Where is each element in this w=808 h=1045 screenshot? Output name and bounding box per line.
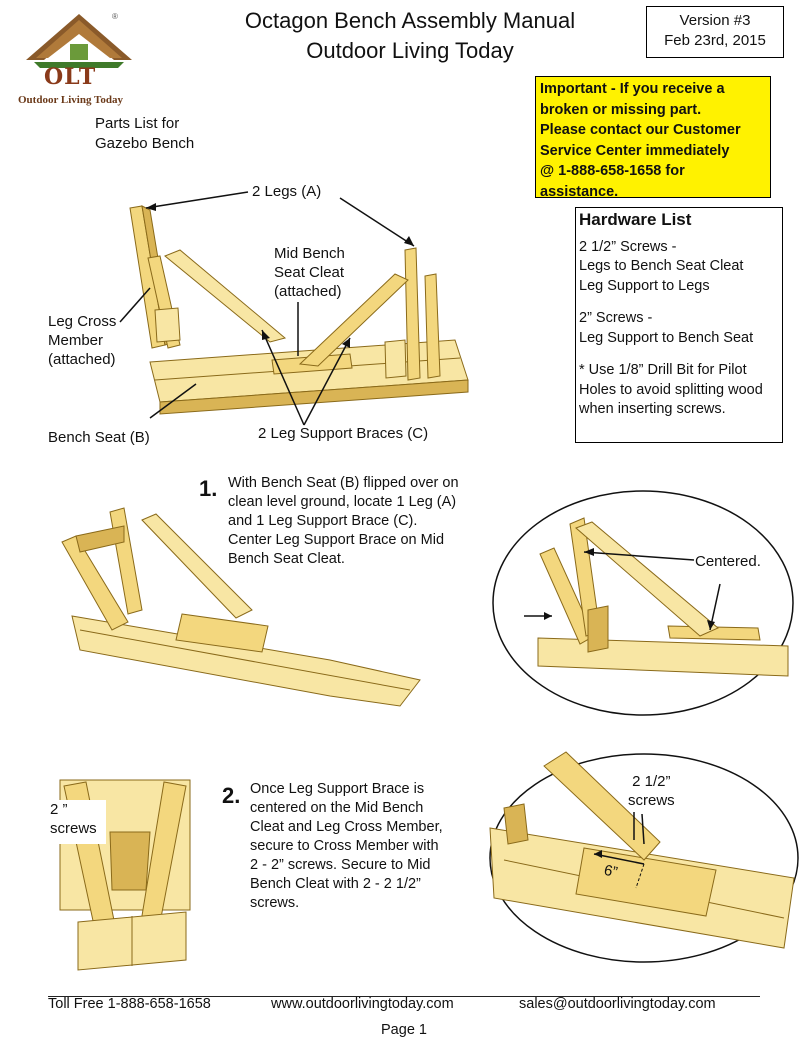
footer-phone: Toll Free 1-888-658-1658 (48, 996, 211, 1012)
hardware-line: Legs to Bench Seat Cleat (579, 258, 744, 274)
roof-logo-graphic (26, 14, 132, 68)
step-line: Cleat and Leg Cross Member, (250, 819, 443, 835)
label-line: (attached) (48, 351, 116, 368)
label-line: 2 ” (50, 801, 68, 818)
footer-divider (48, 996, 760, 997)
label-leg-cross-member: Leg Cross Member (attached) (48, 312, 116, 369)
notice-line: assistance. (540, 183, 619, 200)
hardware-list: Hardware List 2 1/2” Screws - Legs to Be… (575, 207, 783, 443)
step-2-detail-ellipse (489, 751, 799, 963)
important-notice: Important - If you receive a broken or m… (535, 76, 771, 200)
label-leg-support-braces: 2 Leg Support Braces (C) (258, 425, 429, 442)
step-line: Once Leg Support Brace is (250, 781, 425, 797)
label-line: Member (48, 332, 104, 349)
manual-subtitle: Outdoor Living Today (306, 38, 514, 63)
label-line: screws (628, 792, 675, 809)
version-box: Version #3 Feb 23rd, 2015 (646, 6, 784, 58)
parts-heading-line: Parts List for (95, 115, 180, 132)
label-line: (attached) (274, 283, 342, 300)
step-line: Bench Cleat with 2 - 2 1/2” (250, 876, 421, 892)
label-2-5in-screws: 2 1/2” screws (628, 772, 675, 810)
step-line: clean level ground, locate 1 Leg (A) (228, 494, 457, 510)
notice-line: Important - If you receive a (540, 81, 725, 97)
label-bench-seat: Bench Seat (B) (48, 429, 150, 446)
step-line: secure to Cross Member with (250, 838, 439, 854)
step-line: Bench Seat Cleat. (228, 551, 345, 567)
parts-illustration (119, 191, 469, 426)
hardware-line: Leg Support to Bench Seat (579, 329, 754, 346)
step-line: 2 - 2” screws. Secure to Mid (250, 857, 431, 873)
hardware-title: Hardware List (579, 210, 692, 229)
label-legs: 2 Legs (A) (252, 183, 322, 200)
company-logo: ® OLT Outdoor Living Today (14, 10, 144, 106)
footer-website[interactable]: www.outdoorlivingtoday.com (271, 996, 454, 1012)
logo-tagline: Outdoor Living Today (18, 94, 123, 106)
label-2in-screws: 2 ” screws (50, 800, 97, 838)
step-1-text: With Bench Seat (B) flipped over on clea… (228, 474, 459, 569)
notice-line: Service Center immediately (540, 142, 730, 159)
label-mid-bench-cleat: Mid Bench Seat Cleat (attached) (274, 244, 345, 301)
callout-centered: Centered. (695, 553, 761, 570)
version-date: Feb 23rd, 2015 (664, 32, 766, 49)
step-1-number: 1. (199, 476, 218, 501)
hardware-line: Leg Support to Legs (579, 277, 710, 294)
logo-brand: OLT (44, 64, 97, 90)
label-line: Leg Cross (48, 313, 117, 330)
label-line: screws (50, 820, 97, 837)
hardware-line: 2” Screws - (579, 310, 653, 326)
step-2-left-illustration (50, 779, 191, 971)
parts-list-heading: Parts List for Gazebo Bench (95, 114, 194, 154)
hardware-line: Holes to avoid splitting wood (579, 381, 763, 398)
parts-heading-line: Gazebo Bench (95, 135, 195, 152)
hardware-line: * Use 1/8” Drill Bit for Pilot (579, 362, 747, 378)
step-line: screws. (250, 895, 300, 911)
step-2-text: Once Leg Support Brace is centered on th… (250, 780, 443, 913)
registered-mark: ® (112, 12, 118, 21)
step-line: With Bench Seat (B) flipped over on (228, 475, 459, 491)
label-line: 2 1/2” (632, 773, 671, 790)
notice-line: @ 1-888-658-1658 for (540, 163, 685, 179)
hardware-line: 2 1/2” Screws - (579, 238, 677, 255)
hardware-line: when inserting screws. (579, 401, 726, 417)
label-line: Mid Bench (274, 245, 345, 262)
step-line: centered on the Mid Bench (250, 800, 424, 816)
step-1-illustration (61, 507, 421, 707)
label-line: Seat Cleat (274, 264, 345, 281)
notice-line: Please contact our Customer (540, 122, 741, 138)
version-label: Version #3 (679, 12, 751, 29)
page-number: Page 1 (381, 1022, 427, 1038)
step-1-detail-ellipse (492, 490, 794, 716)
notice-line: broken or missing part. (540, 101, 702, 118)
step-line: Center Leg Support Brace on Mid (228, 532, 445, 548)
footer-email[interactable]: sales@outdoorlivingtoday.com (519, 996, 716, 1012)
step-line: and 1 Leg Support Brace (C). (228, 513, 418, 529)
step-2-number: 2. (222, 783, 241, 808)
manual-title: Octagon Bench Assembly Manual (244, 8, 576, 33)
